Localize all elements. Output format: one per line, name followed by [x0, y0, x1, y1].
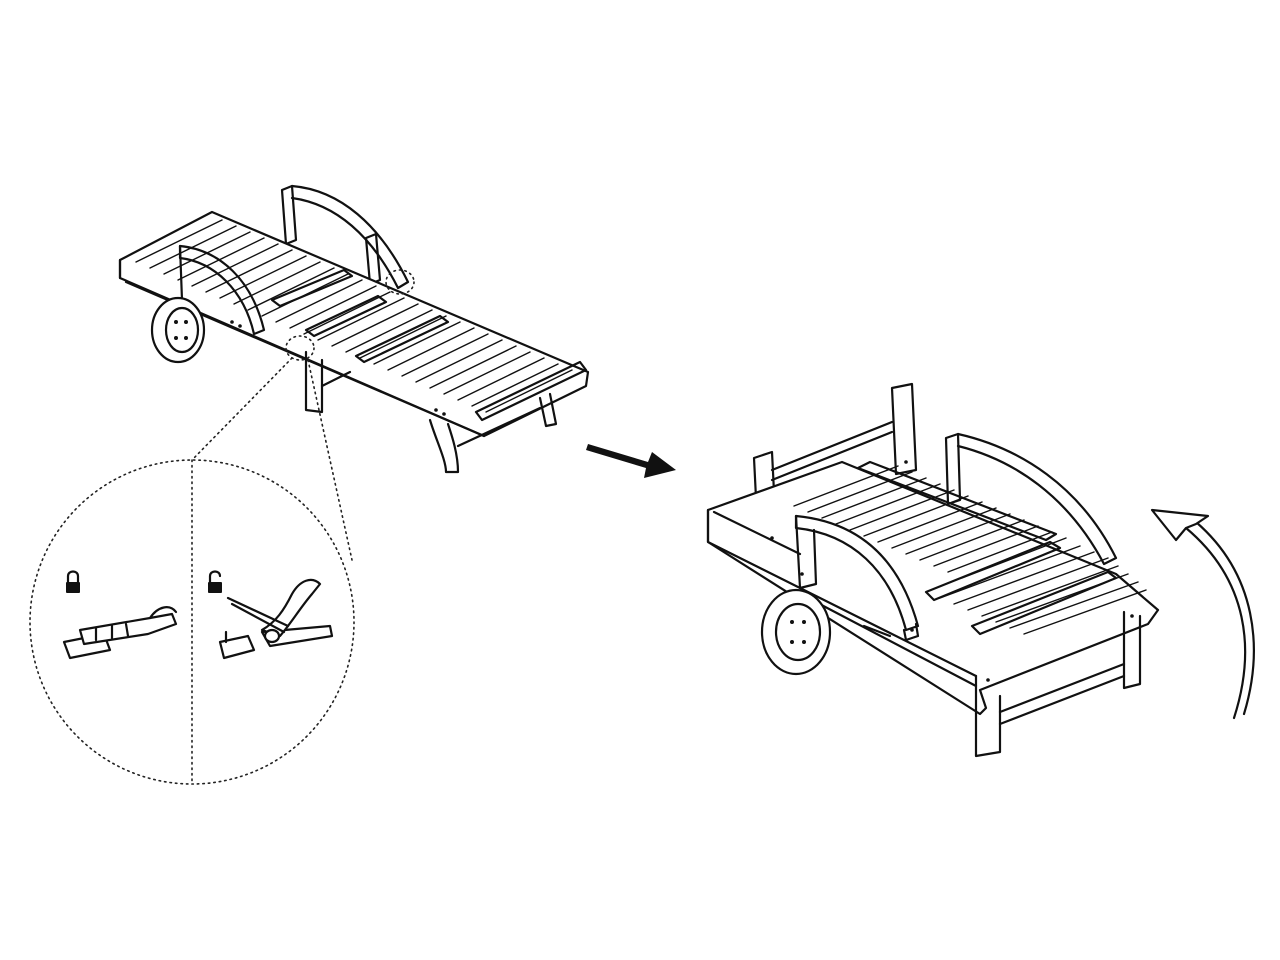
latch-closed — [62, 606, 178, 660]
detail-circle — [29, 459, 355, 785]
lounger-raised-wheel — [760, 588, 832, 676]
lounger-flat — [118, 184, 590, 474]
lock-icon — [66, 570, 80, 593]
lounger-raised — [706, 382, 1160, 758]
direction-arrow-icon — [586, 444, 676, 478]
detail-leader-left — [191, 357, 293, 461]
curved-arrow-icon — [1150, 508, 1255, 720]
detail-leader-right — [307, 359, 353, 561]
latch-detail — [29, 459, 355, 785]
detail-marker-hinge — [385, 269, 415, 295]
lounger-flat-backrest-frame — [280, 184, 410, 290]
lounger-flat-wheel — [150, 296, 206, 364]
unlock-icon — [208, 570, 222, 593]
latch-open — [218, 578, 334, 660]
detail-marker-latch — [285, 335, 315, 361]
